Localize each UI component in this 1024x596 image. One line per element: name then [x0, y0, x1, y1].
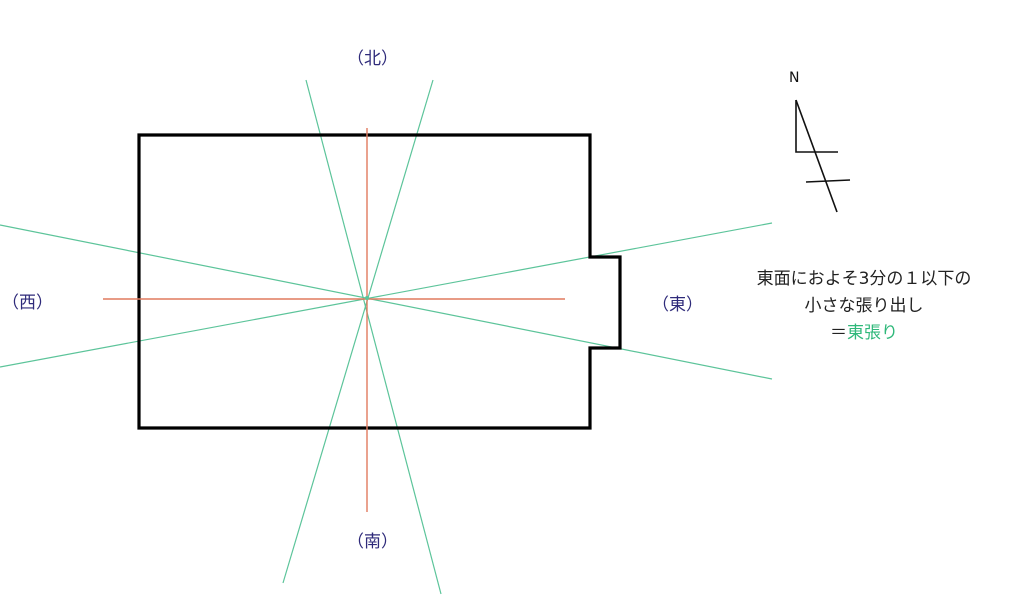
sector-lines: [0, 79, 773, 595]
north-label: （北）: [347, 49, 398, 69]
compass-icon: [795, 99, 851, 213]
note-line-2: 小さな張り出し: [804, 296, 924, 316]
equals-sign: ＝: [830, 323, 847, 343]
note-line-1: 東面におよそ3分の１以下の: [756, 269, 972, 289]
compass-north-label: N: [789, 70, 800, 86]
east-extension-term: 東張り: [847, 323, 898, 343]
building-outline: [137, 133, 622, 430]
center-point: [365, 296, 369, 300]
east-label: （東）: [652, 295, 703, 315]
sector-line-nne-ssw: [282, 79, 434, 584]
west-label: （西）: [2, 293, 53, 313]
sector-line-nnw-sse: [305, 79, 442, 595]
axis-lines: [103, 128, 565, 512]
south-label: （南）: [347, 532, 398, 552]
sector-line-wsw-ene: [0, 222, 773, 368]
annotation-note: 東面におよそ3分の１以下の 小さな張り出し ＝東張り: [728, 266, 1000, 347]
sector-line-wnw-ese: [0, 224, 773, 380]
note-line-3: ＝東張り: [728, 320, 1000, 347]
